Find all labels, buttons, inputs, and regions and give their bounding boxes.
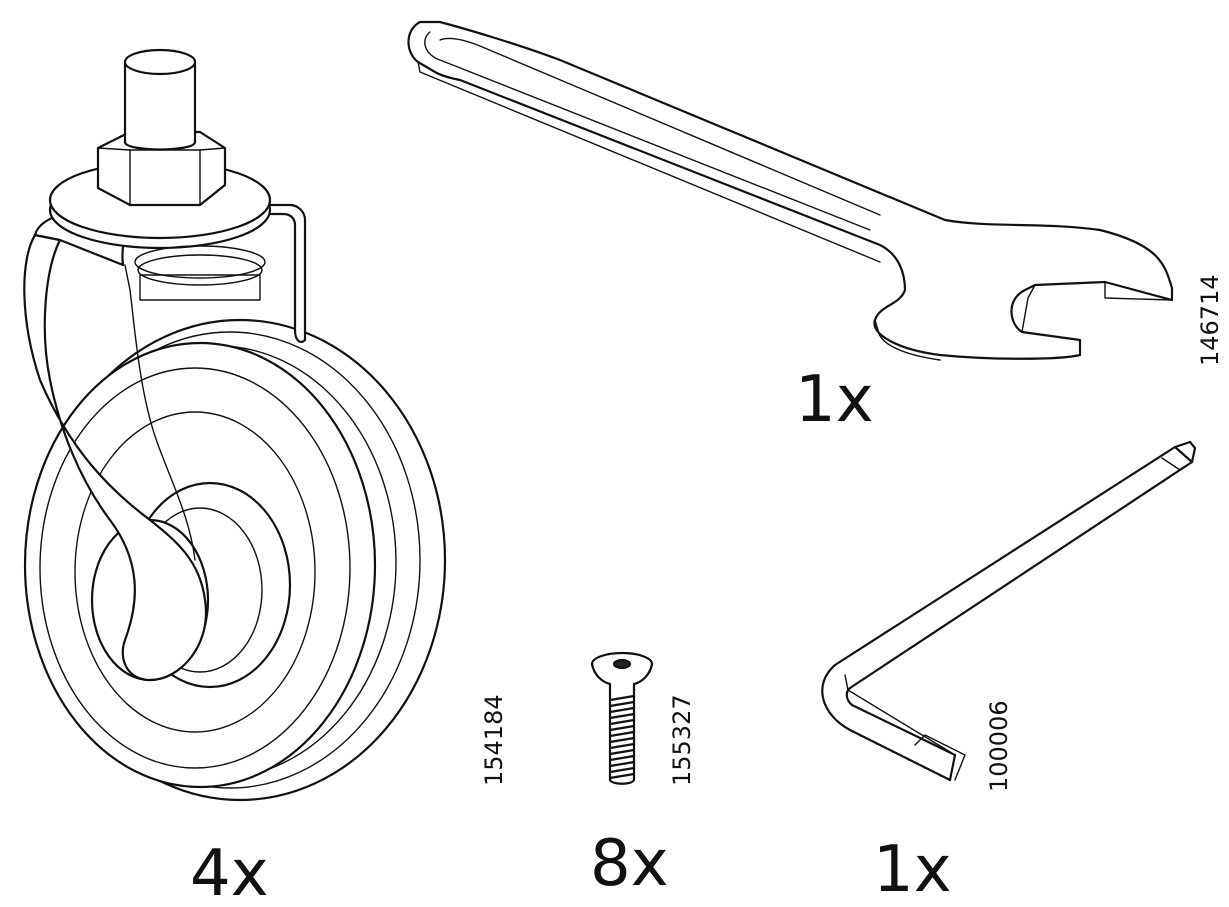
article-number-allen-key: 100006 [985, 700, 1013, 792]
quantity-screw: 8x [590, 827, 669, 901]
quantity-wrench: 1x [795, 363, 874, 437]
allen-key-icon [821, 440, 1197, 782]
screw-icon [590, 651, 654, 785]
quantity-caster-wheel: 4x [190, 837, 269, 907]
wrench-icon [407, 20, 1174, 361]
caster-wheel-icon [23, 48, 447, 802]
quantity-allen-key: 1x [873, 833, 952, 907]
article-number-wrench: 146714 [1196, 274, 1224, 366]
article-number-screw: 155327 [668, 694, 696, 786]
article-number-caster-wheel: 154184 [480, 694, 508, 786]
